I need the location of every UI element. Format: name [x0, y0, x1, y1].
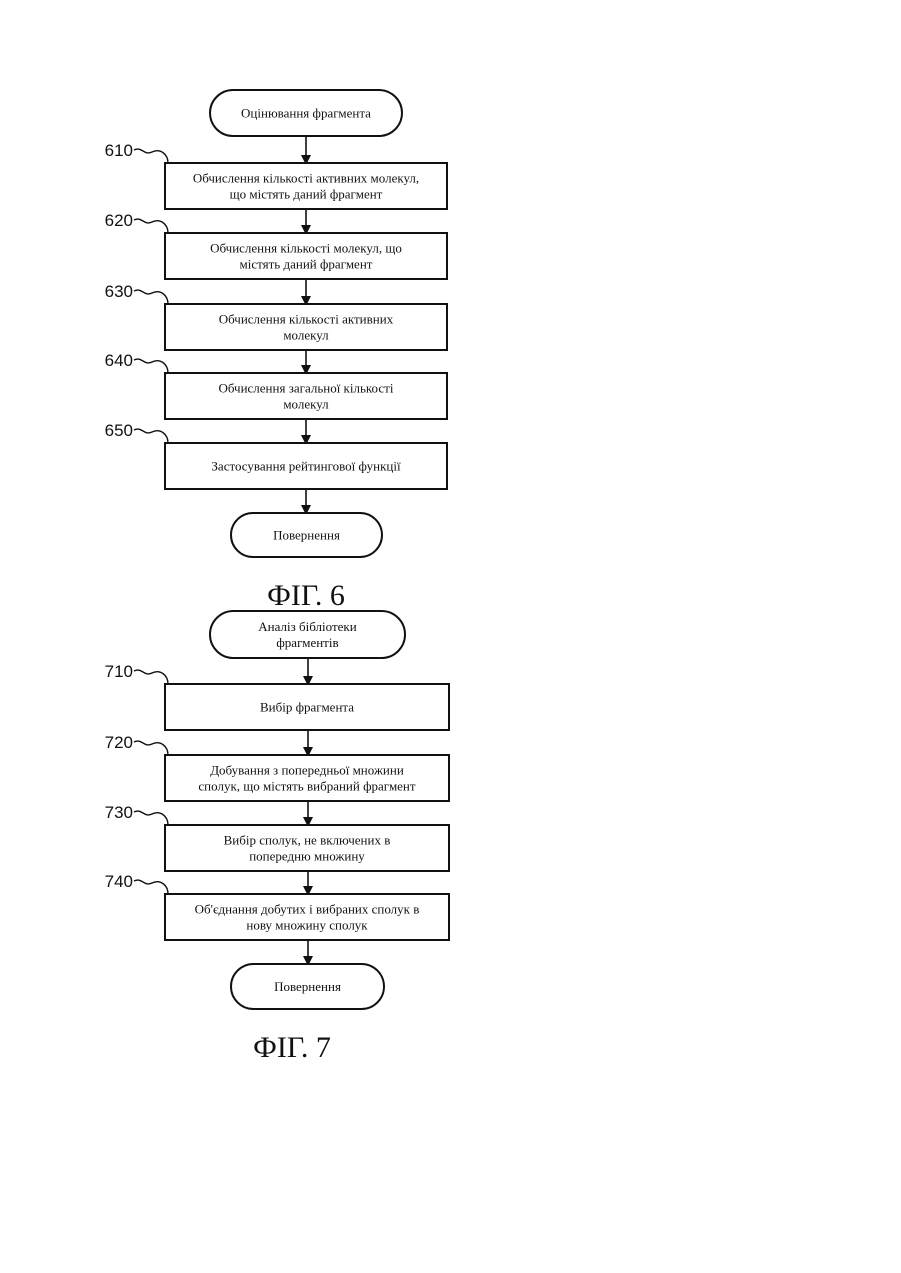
process-step-630: Обчислення кількості активнихмолекул 630 — [105, 282, 447, 350]
ref-number-740: 740 — [105, 872, 133, 891]
node-text-line: фрагментів — [276, 635, 338, 650]
node-text-line: Обчислення загальної кількості — [219, 381, 394, 396]
node-text-line: Вибір сполук, не включених в — [224, 833, 391, 848]
figure-caption: ФІГ. 7 — [253, 1031, 331, 1064]
process-step-650: Застосування рейтингової функції 650 — [105, 421, 447, 489]
terminal-node: Оцінювання фрагмента — [210, 90, 402, 136]
figure-7: Аналіз бібліотекифрагментівВибір фрагмен… — [105, 611, 449, 1064]
ref-leader-line — [134, 670, 168, 684]
node-text-line: Добування з попередньої множини — [210, 763, 404, 778]
process-step-620: Обчислення кількості молекул, щомістять … — [105, 211, 447, 279]
ref-number-630: 630 — [105, 282, 133, 301]
process-step-710: Вибір фрагмента 710 — [105, 662, 449, 730]
terminal-node: Повернення — [231, 964, 384, 1009]
node-text-line: що містять даний фрагмент — [230, 187, 383, 202]
ref-leader-line — [134, 290, 168, 304]
ref-number-650: 650 — [105, 421, 133, 440]
node-text-line: Обчислення кількості активних молекул, — [193, 171, 419, 186]
figure-6: Оцінювання фрагментаОбчислення кількості… — [105, 90, 447, 612]
node-text-line: Повернення — [274, 979, 341, 994]
node-text-line: містять даний фрагмент — [240, 257, 373, 272]
ref-leader-line — [134, 741, 168, 755]
ref-number-730: 730 — [105, 803, 133, 822]
node-text-line: молекул — [283, 328, 329, 343]
ref-leader-line — [134, 880, 168, 894]
node-text-line: попередню множину — [249, 849, 365, 864]
ref-leader-line — [134, 149, 168, 163]
node-text-line: Аналіз бібліотеки — [258, 619, 356, 634]
process-step-740: Об'єднання добутих і вибраних сполук вно… — [105, 872, 449, 940]
node-text-line: Обчислення кількості активних — [219, 312, 394, 327]
ref-number-610: 610 — [105, 141, 133, 160]
node-text-line: Вибір фрагмента — [260, 700, 354, 715]
node-text-line: Повернення — [273, 528, 340, 543]
figure-caption: ФІГ. 6 — [267, 579, 345, 612]
node-text-line: Об'єднання добутих і вибраних сполук в — [195, 902, 420, 917]
ref-leader-line — [134, 219, 168, 233]
process-step-730: Вибір сполук, не включених впопередню мн… — [105, 803, 449, 871]
node-text-line: Оцінювання фрагмента — [241, 106, 371, 121]
terminal-node: Аналіз бібліотекифрагментів — [210, 611, 405, 658]
ref-number-620: 620 — [105, 211, 133, 230]
process-step-640: Обчислення загальної кількостімолекул 640 — [105, 351, 447, 419]
process-step-720: Добування з попередньої множинисполук, щ… — [105, 733, 449, 801]
ref-number-710: 710 — [105, 662, 133, 681]
ref-leader-line — [134, 811, 168, 825]
node-text-line: нову множину сполук — [246, 918, 368, 933]
ref-leader-line — [134, 429, 168, 443]
node-text-line: сполук, що містять вибраний фрагмент — [198, 779, 415, 794]
ref-number-640: 640 — [105, 351, 133, 370]
ref-leader-line — [134, 359, 168, 373]
node-text-line: Застосування рейтингової функції — [211, 459, 401, 474]
node-text-line: молекул — [283, 397, 329, 412]
terminal-node: Повернення — [231, 513, 382, 557]
process-step-610: Обчислення кількості активних молекул,що… — [105, 141, 447, 209]
ref-number-720: 720 — [105, 733, 133, 752]
node-text-line: Обчислення кількості молекул, що — [210, 241, 402, 256]
